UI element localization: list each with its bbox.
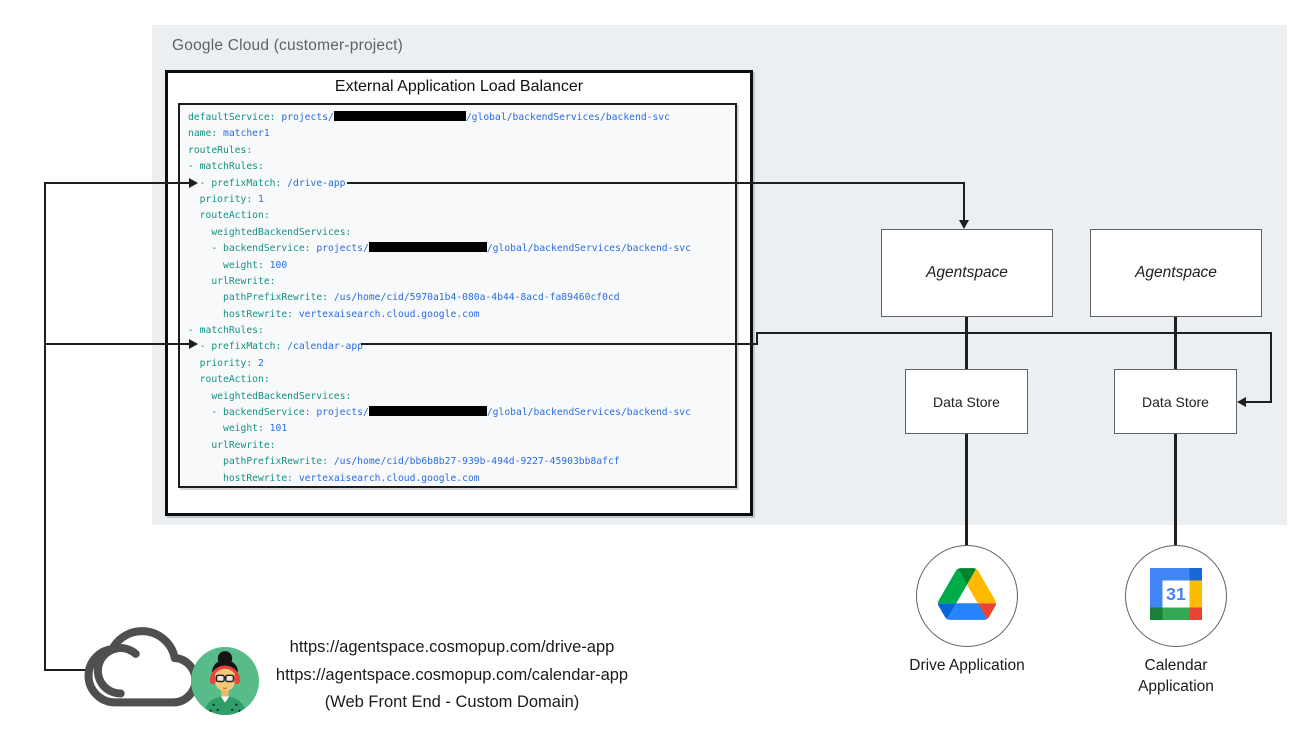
drive-app-label: Drive Application	[909, 657, 1025, 674]
frontend-url-drive: https://agentspace.cosmopup.com/drive-ap…	[289, 638, 615, 656]
datastore-node-right: Data Store	[1114, 369, 1237, 434]
connector-datastore-drive	[965, 433, 968, 546]
connector-drive-route-v	[963, 182, 965, 220]
frontend-url-block: https://agentspace.cosmopup.com/drive-ap…	[262, 634, 642, 717]
connector-drive-route-h	[347, 182, 965, 184]
calendar-day-number: 31	[1166, 584, 1186, 604]
cloud-icon	[76, 620, 208, 723]
arrowhead-agentspace-left	[959, 220, 969, 229]
connector-agentspace-datastore-left	[965, 317, 968, 369]
connector-trunk-to-cloud	[44, 669, 86, 671]
connector-calendar-route-h1	[361, 343, 758, 345]
connector-calendar-route-h2	[756, 332, 1272, 334]
arrowhead-drive-rule	[189, 178, 198, 188]
agentspace-left-label: Agentspace	[926, 264, 1008, 281]
connector-datastore-calendar	[1174, 433, 1177, 546]
calendar-app-node: 31	[1125, 545, 1227, 647]
connector-calendar-route-v	[1270, 332, 1272, 403]
arrowhead-calendar-rule	[189, 339, 198, 349]
connector-calendar-route-jog	[756, 332, 758, 345]
connector-client-to-calendar-rule	[44, 343, 189, 345]
agentspace-node-right: Agentspace	[1090, 229, 1262, 317]
calendar-app-label: Calendar Application	[1138, 657, 1214, 695]
agentspace-node-left: Agentspace	[881, 229, 1053, 317]
load-balancer-title: External Application Load Balancer	[334, 78, 584, 95]
arrowhead-datastore-right	[1237, 397, 1246, 407]
connector-agentspace-datastore-right	[1174, 317, 1177, 369]
google-drive-icon	[938, 567, 996, 625]
user-avatar	[191, 647, 259, 720]
datastore-right-label: Data Store	[1142, 393, 1209, 410]
datastore-left-label: Data Store	[933, 393, 1000, 410]
datastore-node-left: Data Store	[905, 369, 1028, 434]
google-calendar-icon: 31	[1150, 567, 1202, 625]
agentspace-right-label: Agentspace	[1135, 264, 1217, 281]
google-cloud-panel-title: Google Cloud (customer-project)	[172, 37, 404, 54]
url-map-config: defaultService: projects//global/backend…	[178, 103, 737, 488]
drive-app-node	[916, 545, 1018, 647]
connector-calendar-route-h3	[1246, 401, 1272, 403]
frontend-caption: (Web Front End - Custom Domain)	[324, 693, 580, 711]
connector-client-to-drive-rule	[44, 182, 189, 184]
connector-client-trunk	[44, 182, 46, 671]
frontend-url-calendar: https://agentspace.cosmopup.com/calendar…	[275, 665, 629, 684]
